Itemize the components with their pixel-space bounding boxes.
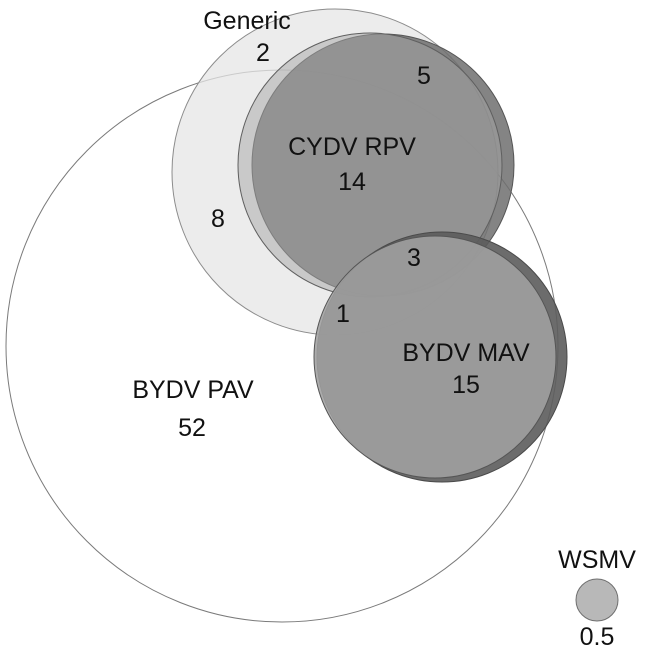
generic-value: 2 xyxy=(256,39,270,67)
generic-rpv-value: 5 xyxy=(417,62,431,90)
generic-pav-value: 8 xyxy=(211,205,225,233)
pav-generic-mav-value: 1 xyxy=(336,300,350,328)
bydv-pav-value: 52 xyxy=(178,414,206,442)
bydv-mav-label: BYDV MAV xyxy=(402,339,530,367)
cydv-rpv-label: CYDV RPV xyxy=(288,133,416,161)
bydv-pav-label: BYDV PAV xyxy=(132,376,254,404)
set-bydv-mav-circle xyxy=(313,235,557,479)
cydv-rpv-value: 14 xyxy=(338,168,366,196)
rpv-mav-value: 3 xyxy=(407,244,421,272)
bydv-mav-value: 15 xyxy=(452,371,480,399)
set-wsmv-circle xyxy=(575,578,619,622)
generic-label: Generic xyxy=(203,7,291,35)
wsmv-label: WSMV xyxy=(558,546,636,574)
wsmv-value: 0.5 xyxy=(580,623,615,651)
